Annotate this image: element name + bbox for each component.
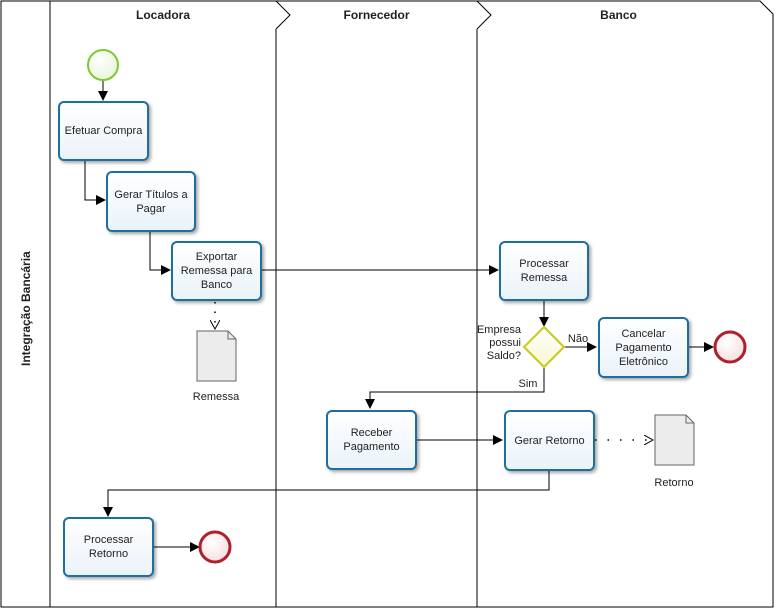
lane-header-locadora bbox=[50, 0, 291, 30]
task-processar-retorno[interactable]: Processar Retorno bbox=[63, 517, 154, 577]
lane-header-fornecedor bbox=[276, 0, 492, 30]
pool-title: Integração Bancária bbox=[14, 251, 38, 368]
task-processar-remessa[interactable]: Processar Remessa bbox=[499, 241, 589, 301]
start-event bbox=[87, 49, 119, 81]
flow-gerar-retorno-to-processar bbox=[103, 471, 550, 517]
data-object-remessa bbox=[196, 330, 237, 382]
flow-gerar-to-exportar bbox=[149, 232, 171, 275]
task-gerar-titulos[interactable]: Gerar Títulos a Pagar bbox=[106, 171, 196, 232]
pool-title-text: Integração Bancária bbox=[19, 251, 33, 366]
exclusive-gateway bbox=[522, 325, 566, 369]
task-receber-pagamento[interactable]: Receber Pagamento bbox=[326, 410, 417, 470]
end-event-cancelar bbox=[713, 330, 747, 364]
lane-title-locadora: Locadora bbox=[135, 8, 190, 22]
flow-gateway-yes bbox=[365, 368, 545, 409]
lane-title-fornecedor: Fornecedor bbox=[343, 8, 410, 22]
task-efetuar-compra[interactable]: Efetuar Compra bbox=[58, 101, 149, 161]
gateway-question-label: Empresa possui Saldo? bbox=[476, 324, 521, 362]
gateway-yes-label: Sim bbox=[518, 378, 538, 390]
end-event-retorno bbox=[198, 530, 232, 564]
gateway-no-label: Não bbox=[567, 333, 589, 345]
data-object-retorno bbox=[654, 414, 695, 466]
flow-efetuar-to-gerar bbox=[84, 160, 106, 205]
task-cancelar-pagamento[interactable]: Cancelar Pagamento Eletrônico bbox=[598, 317, 689, 378]
data-object-retorno-label: Retorno bbox=[654, 477, 694, 489]
data-object-remessa-label: Remessa bbox=[192, 391, 240, 403]
task-gerar-retorno[interactable]: Gerar Retorno bbox=[504, 410, 595, 471]
lane-title-banco: Banco bbox=[600, 8, 637, 22]
task-exportar-remessa[interactable]: Exportar Remessa para Banco bbox=[171, 241, 262, 301]
